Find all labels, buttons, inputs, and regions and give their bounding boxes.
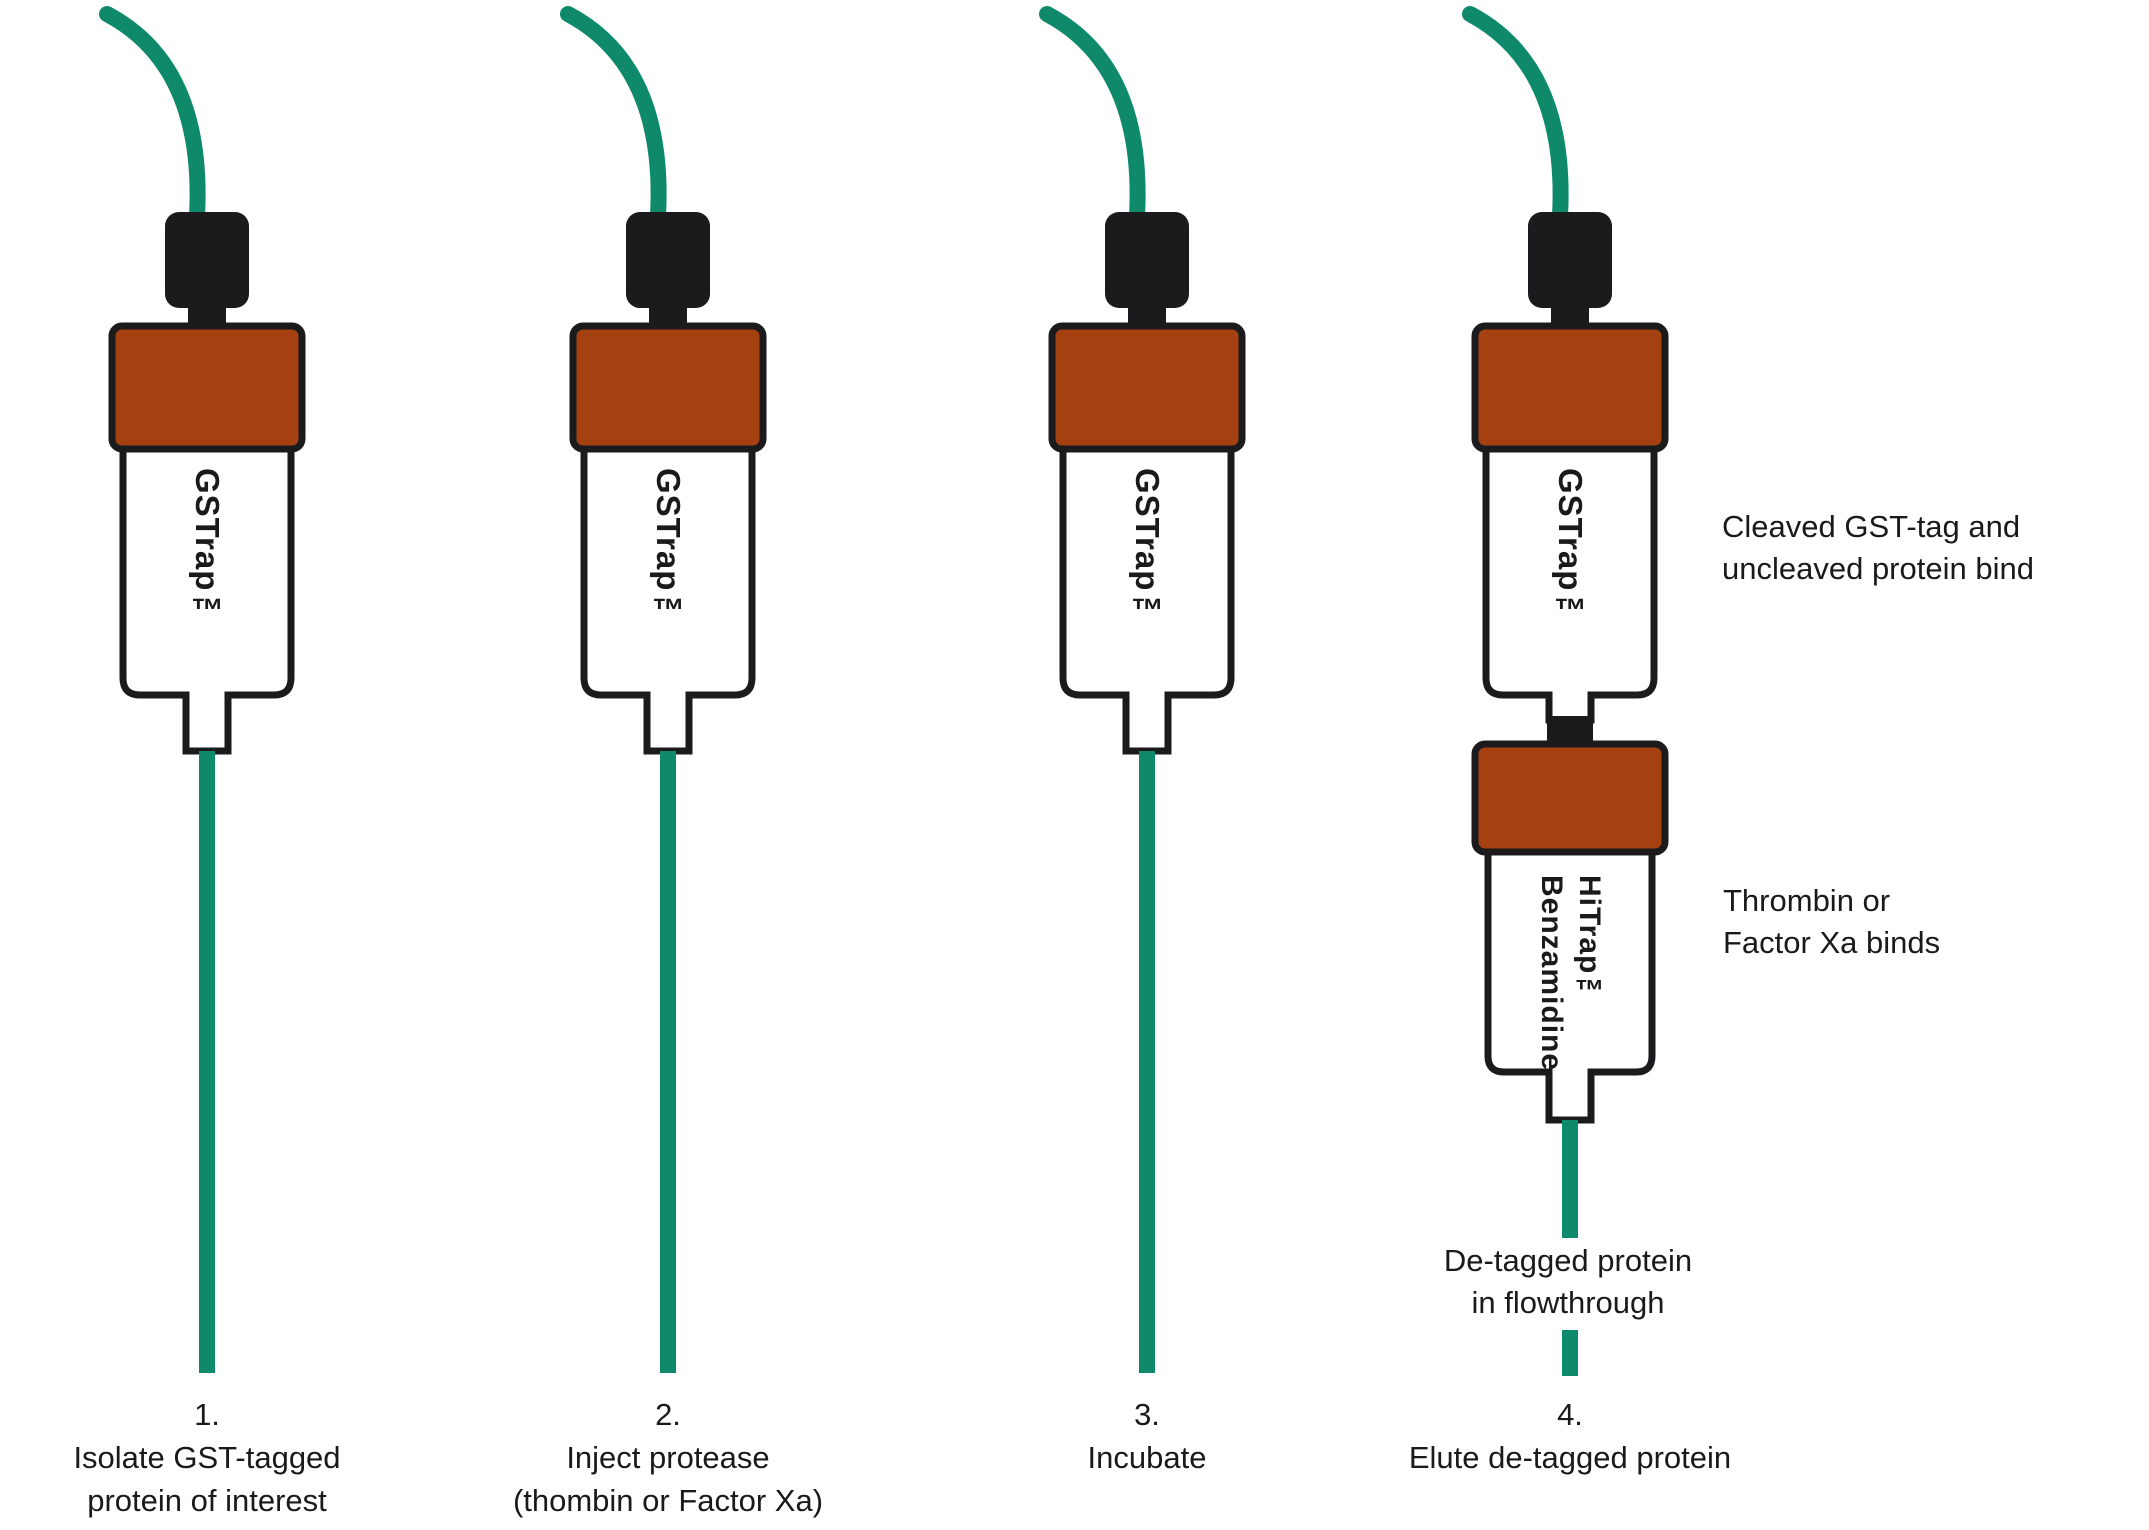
column-label-gstrap: GSTrap™ [1552,468,1589,630]
column-assembly-1 [99,6,306,1373]
note-line: Cleaved GST-tag and [1722,509,2021,544]
step-text-line: Inject protease [566,1440,770,1475]
column-body [119,440,295,755]
step-label-3: 3. Incubate [887,1393,1407,1479]
inlet-tubing [1462,6,1569,224]
column-cap [569,322,767,453]
top-connector-cap [1105,212,1189,308]
secondary-column-body [1484,844,1656,1124]
note-line: Factor Xa binds [1723,925,1941,960]
column-assembly-3 [1039,6,1246,1373]
step-number: 1. [194,1397,220,1432]
step-text-line: protein of interest [87,1483,327,1518]
inlet-tubing [99,6,206,224]
column-body [580,440,756,755]
cleaved-gst-note: Cleaved GST-tag and uncleaved protein bi… [1722,506,2034,590]
column-cap [1048,322,1246,453]
column-cap [108,322,306,453]
column-cap [1471,322,1669,453]
outlet-tubing [1139,751,1155,1373]
outlet-tubing [199,751,215,1373]
column-label-gstrap: GSTrap™ [189,468,226,630]
flowthrough-note: De-tagged protein in flowthrough [1318,1240,1818,1324]
outlet-tubing-upper [1562,1120,1578,1238]
column-label-gstrap: GSTrap™ [1129,468,1166,630]
step-text-line: Isolate GST-tagged [73,1440,341,1475]
inlet-tubing [1039,6,1146,224]
hitrap-label-line: HiTrap™ [1573,875,1606,1009]
column-assembly-4 [1462,6,1669,1376]
top-connector-cap [626,212,710,308]
column-assembly-2 [560,6,767,1373]
step-number: 2. [655,1397,681,1432]
step-label-2: 2. Inject protease (thombin or Factor Xa… [408,1393,928,1522]
benzamidine-label-line: Benzamidine [1535,875,1568,1072]
step-text-line: Elute de-tagged protein [1408,1440,1732,1475]
note-line: uncleaved protein bind [1722,551,2034,586]
inlet-tubing [560,6,667,224]
step-text-line: Incubate [1087,1440,1207,1475]
top-connector-cap [1528,212,1612,308]
thrombin-note: Thrombin or Factor Xa binds [1723,880,1940,964]
secondary-column-cap [1471,740,1669,856]
top-connector-cap [165,212,249,308]
column-label-hitrap-benzamidine: HiTrap™ Benzamidine [1532,875,1608,1071]
note-line: Thrombin or [1723,883,1891,918]
column-body [1059,440,1235,755]
outlet-tubing [660,751,676,1373]
step-number: 4. [1557,1397,1583,1432]
step-label-4: 4. Elute de-tagged protein [1310,1393,1830,1479]
note-line: De-tagged protein [1443,1243,1693,1278]
step-label-1: 1. Isolate GST-tagged protein of interes… [0,1393,467,1522]
outlet-tubing-lower [1562,1330,1578,1376]
note-line: in flowthrough [1471,1285,1665,1320]
step-text-line: (thombin or Factor Xa) [512,1483,824,1518]
column-label-gstrap: GSTrap™ [650,468,687,630]
step-number: 3. [1134,1397,1160,1432]
